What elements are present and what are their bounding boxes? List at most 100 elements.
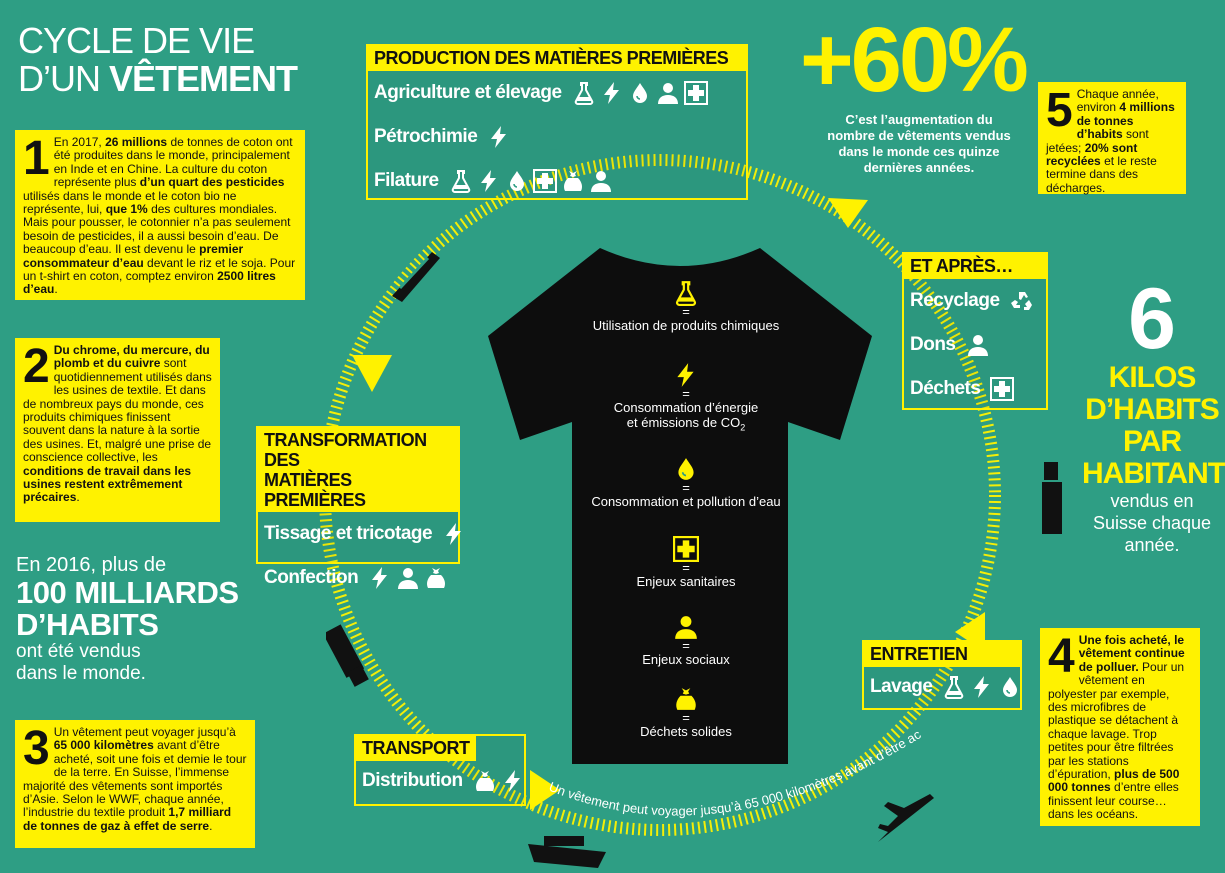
text: .: [76, 490, 80, 505]
transport-row-0: Distribution: [356, 761, 524, 801]
stat-6-l3: PAR: [1122, 425, 1182, 458]
text: Un vêtement peut voyager jusqu’à: [53, 725, 236, 739]
info-box-2: 2 Du chrome, du mercure, du plomb et du …: [15, 338, 220, 522]
truck-icon: [326, 624, 369, 687]
box-number: 3: [23, 722, 50, 775]
panel-transport-header: TRANSPORT: [356, 736, 476, 761]
text-bold: plus de 500 000 tonnes: [1048, 767, 1180, 795]
text-bold: 20% sont recyclées: [1046, 140, 1138, 169]
info-box-4: 4 Une fois acheté, le vêtement continue …: [1040, 628, 1200, 826]
box-number: 1: [23, 132, 50, 185]
info-box-3: 3 Un vêtement peut voyager jusqu’à 65 00…: [15, 720, 255, 848]
row-label: Pétrochimie: [374, 126, 478, 147]
ship-icon: [528, 836, 606, 868]
apres-row-1: Dons: [904, 323, 1046, 367]
text: .: [54, 282, 58, 297]
legend-item: = Déchets solides: [572, 686, 800, 739]
stat-2016-big1: 100 MILLIARDS: [16, 575, 239, 610]
stat-60-text: C’est l’augmentation du nombre de vêteme…: [827, 112, 1011, 175]
text-bold: 65 000 kilomètres: [53, 738, 154, 753]
row-label: Déchets: [910, 378, 981, 399]
box-number: 2: [23, 340, 50, 393]
svg-text:Un vêtement peut voyager jusqu: Un vêtement peut voyager jusqu’à 65 000 …: [0, 0, 924, 819]
production-row-1: Pétrochimie: [368, 115, 746, 159]
row-label: Filature: [374, 170, 439, 191]
stat-6-s2: Suisse chaque: [1092, 513, 1212, 533]
arc-text-path: Un vêtement peut voyager jusqu’à 65 000 …: [0, 0, 924, 819]
transformation-row-1: Confection: [258, 556, 458, 600]
text-bold: Une fois acheté, le vêtement continue de…: [1078, 633, 1185, 674]
legend-text2: et émissions de CO: [626, 415, 741, 430]
legend-item: = Utilisation de produits chimiques: [572, 280, 800, 333]
stat-2016-post1: ont été vendus: [16, 641, 141, 662]
text: utilisés dans le monde et le coton bio n…: [23, 188, 237, 217]
panel-transformation-header1: TRANSFORMATION DES: [264, 430, 427, 470]
text: En 2017,: [53, 135, 106, 149]
text: et le reste termine dans des décharges.: [1046, 154, 1157, 195]
text: d’entre elles finissent leur course… dan…: [1048, 780, 1179, 822]
text-bold: conditions de travail dans les usines re…: [23, 463, 192, 505]
train-icon: [392, 252, 440, 302]
text: devant le riz et le soja. Pour un t-shir…: [23, 255, 296, 284]
box-number: 4: [1048, 630, 1075, 683]
text-bold: premier consommateur d’eau: [23, 242, 244, 270]
panel-transformation: TRANSFORMATION DES MATIÈRES PREMIÈRES Ti…: [256, 426, 460, 564]
panel-production-header: PRODUCTION DES MATIÈRES PREMIÈRES: [368, 46, 746, 71]
text-bold: 1,7 milliard de tonnes de gaz à effet de…: [23, 805, 232, 833]
panel-production: PRODUCTION DES MATIÈRES PREMIÈRES Agricu…: [366, 44, 748, 200]
stat-2016: En 2016, plus de 100 MILLIARDS D’HABITS …: [16, 554, 239, 685]
stat-6: 6 KILOS D’HABITS PAR HABITANT vendus en …: [1082, 271, 1225, 556]
stat-2016-post2: dans le monde.: [16, 663, 146, 684]
row-label: Dons: [910, 334, 956, 355]
text-bold: 26 millions: [105, 135, 168, 149]
panel-apres: ET APRÈS… Recyclage Dons Déchets: [902, 252, 1048, 410]
stat-6-big: 6: [1128, 271, 1176, 367]
truck-icon-right: [1042, 462, 1062, 534]
panel-entretien: ENTRETIEN Lavage: [862, 640, 1022, 710]
tshirt-legend: = Utilisation de produits chimiques = Co…: [572, 280, 800, 750]
legend-text: Déchets solides: [640, 724, 732, 739]
panel-transport: TRANSPORT Distribution: [354, 734, 526, 806]
box-number: 5: [1046, 84, 1073, 137]
page-title: CYCLE DE VIE D’UN VÊTEMENT: [18, 20, 298, 99]
title-line2b: VÊTEMENT: [109, 58, 298, 99]
legend-item: = Consommation d’énergie et émissions de…: [572, 362, 800, 433]
stat-60-big: +60%: [800, 9, 1029, 111]
text-bold: que 1%: [105, 202, 148, 217]
stat-2016-big2: D’HABITS: [16, 607, 159, 642]
panel-entretien-header: ENTRETIEN: [864, 642, 1020, 667]
stat-2016-pre: En 2016, plus de: [16, 554, 167, 576]
stat-6-s3: année.: [1124, 535, 1180, 555]
text-bold: 4 millions de tonnes d’habits: [1076, 100, 1175, 142]
legend-text: Utilisation de produits chimiques: [592, 318, 780, 333]
legend-eq: =: [682, 304, 690, 319]
stat-6-l1: KILOS: [1108, 361, 1197, 394]
info-box-1: 1 En 2017, 26 millions de tonnes de coto…: [15, 130, 305, 300]
text: avant d’être acheté, soit une fois et de…: [23, 738, 247, 820]
apres-row-0: Recyclage: [904, 279, 1046, 323]
text: de tonnes de coton ont été produites dan…: [53, 135, 293, 190]
row-label: Lavage: [870, 676, 933, 697]
legend-text: Enjeux sociaux: [642, 652, 730, 667]
legend-eq: =: [682, 480, 690, 495]
text-bold: 2500 litres d’eau: [23, 269, 276, 297]
text-bold: d’un quart des pesticides: [139, 175, 285, 190]
row-label: Distribution: [362, 770, 463, 791]
production-row-0: Agriculture et élevage: [368, 71, 746, 115]
text: .: [209, 818, 213, 833]
title-line1: CYCLE DE VIE: [18, 20, 255, 61]
legend-item: = Consommation et pollution d’eau: [572, 456, 800, 509]
text: Chaque année, environ: [1076, 87, 1159, 115]
legend-text: Enjeux sanitaires: [636, 574, 736, 589]
apres-row-2: Déchets: [904, 367, 1046, 411]
transformation-row-0: Tissage et tricotage: [258, 512, 458, 556]
legend-item: = Enjeux sociaux: [572, 614, 800, 667]
stat-6-l4: HABITANT: [1082, 457, 1225, 490]
panel-apres-header: ET APRÈS…: [904, 254, 1046, 279]
stat-6-s1: vendus en: [1110, 491, 1194, 511]
legend-eq: =: [682, 638, 690, 653]
legend-text: Consommation d’énergie: [613, 400, 759, 415]
plane-icon: [878, 794, 934, 842]
